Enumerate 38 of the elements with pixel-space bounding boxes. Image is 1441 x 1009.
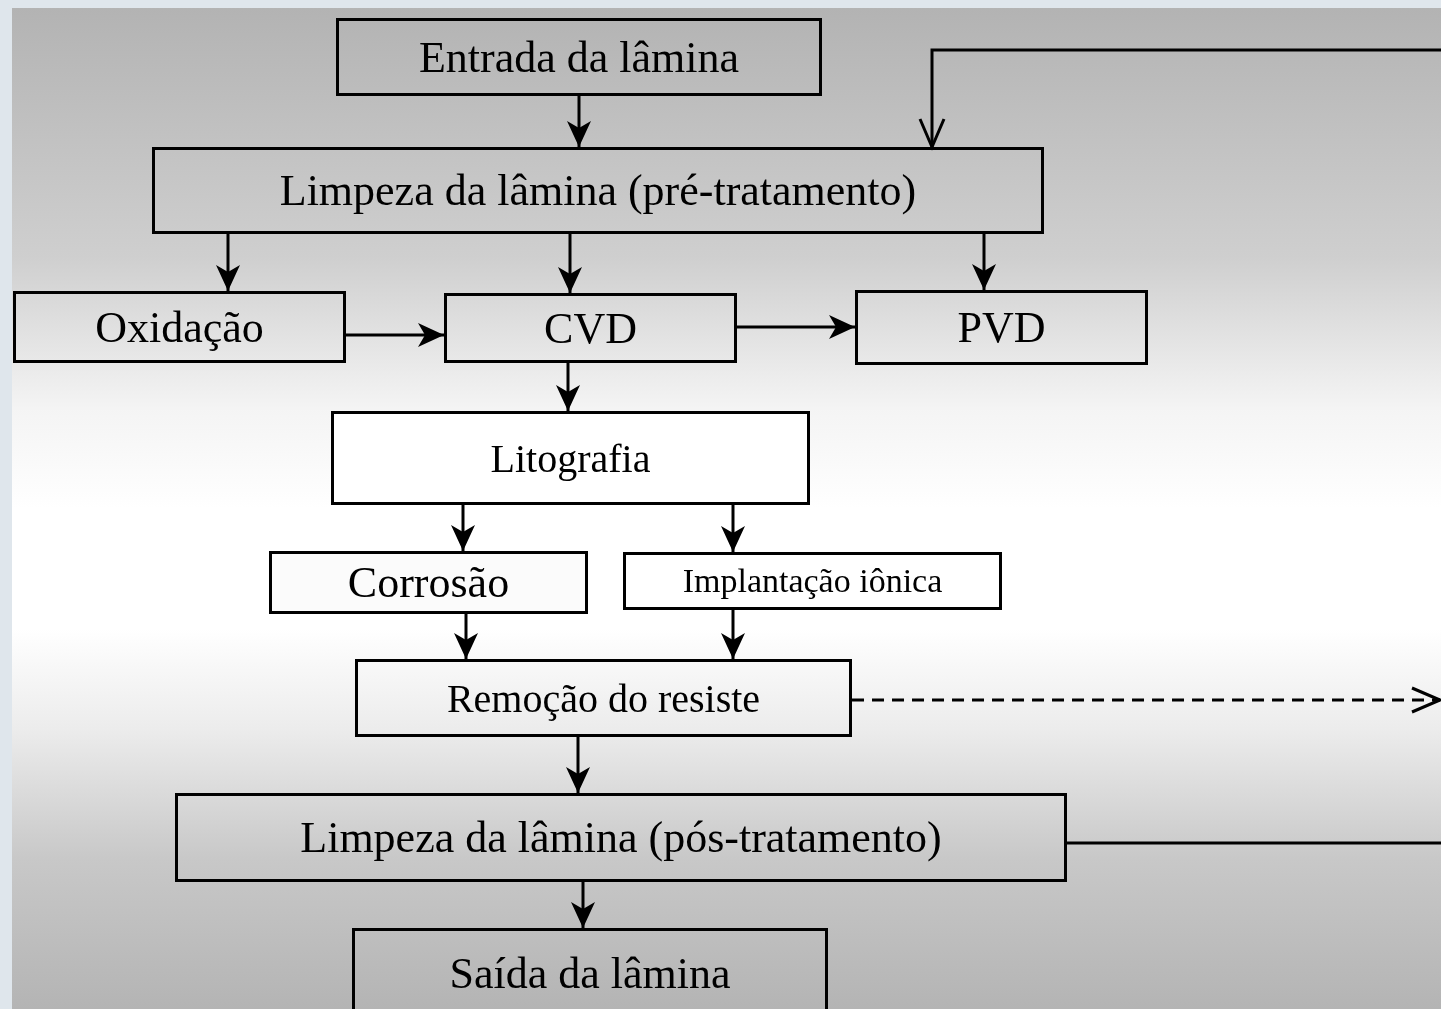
arrow <box>571 882 595 928</box>
process-box <box>336 18 822 96</box>
arrow <box>852 686 1441 714</box>
arrow <box>721 610 745 659</box>
connector-line <box>1067 841 1441 845</box>
step-label: Remoção do resiste <box>446 674 761 722</box>
step-label: Limpeza da lâmina (pré-tratamento) <box>279 165 917 216</box>
arrow <box>918 48 1441 149</box>
arrow <box>721 505 745 552</box>
arrow <box>451 505 475 551</box>
process-box <box>352 928 828 1009</box>
process-box <box>855 290 1148 365</box>
step-label: PVD <box>957 302 1046 353</box>
process-box <box>623 552 1002 610</box>
step-label: Entrada da lâmina <box>418 31 740 83</box>
process-box <box>269 551 588 614</box>
arrow <box>454 614 478 659</box>
step-label: Saída da lâmina <box>449 947 731 999</box>
arrow <box>566 737 590 793</box>
process-box <box>355 659 852 737</box>
arrow <box>346 323 444 347</box>
step-label: Corrosão <box>347 557 510 608</box>
step-label: Oxidação <box>95 301 264 353</box>
step-label: Implantação iônica <box>682 562 943 600</box>
step-label: Limpeza da lâmina (pós-tratamento) <box>300 812 942 863</box>
step-label: Litografia <box>490 434 651 482</box>
arrow <box>737 315 855 339</box>
step-label: CVD <box>544 302 637 354</box>
process-box <box>152 147 1044 234</box>
process-box <box>175 793 1067 882</box>
arrow <box>216 234 240 291</box>
arrow <box>972 234 996 290</box>
process-box <box>331 411 810 505</box>
process-box <box>444 293 737 363</box>
arrow <box>558 234 582 293</box>
process-box <box>13 291 346 363</box>
arrow <box>567 96 591 147</box>
arrow <box>556 363 580 411</box>
